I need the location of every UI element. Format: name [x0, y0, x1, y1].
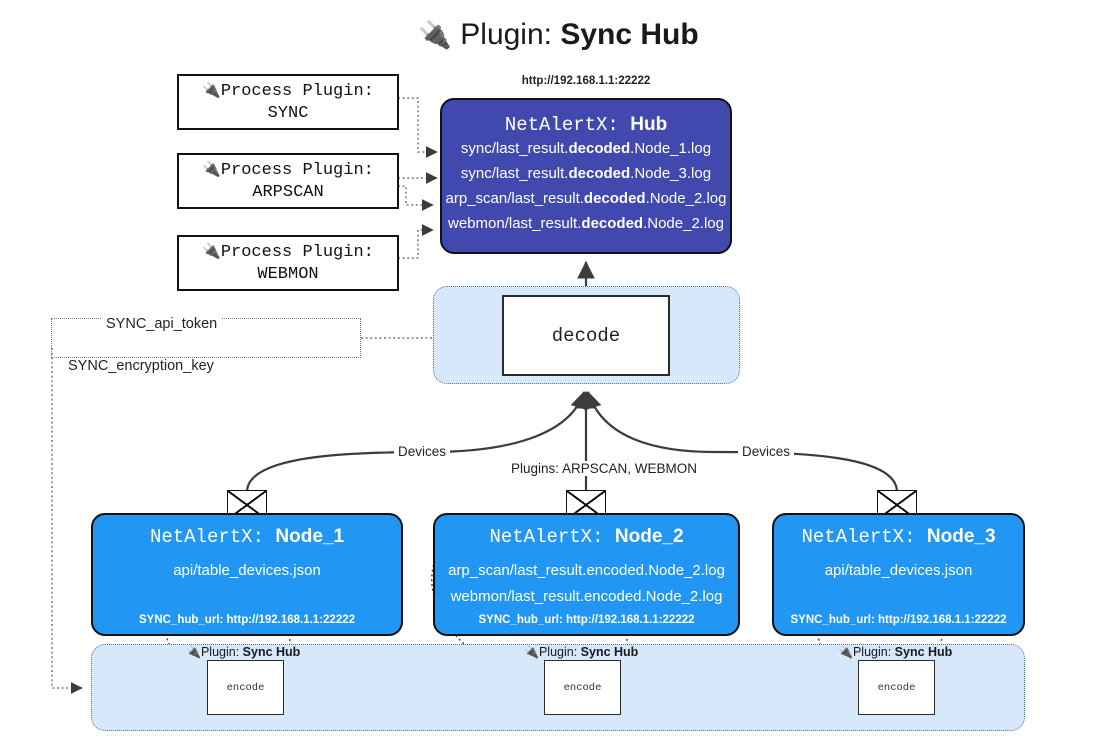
process-plugin-arpscan-line1: 🔌Process Plugin:	[202, 161, 374, 180]
node-1-line-1: api/table_devices.json	[173, 562, 321, 579]
page-title: 🔌 Plugin: Sync Hub	[0, 18, 1117, 52]
page-title-prefix: Plugin:	[460, 18, 552, 51]
hub-log-line-3: arp_scan/last_result.decoded.Node_2.log	[445, 190, 727, 207]
node-2-footer: SYNC_hub_url: http://192.168.1.1:22222	[478, 614, 695, 626]
encoder-1-caption: 🔌Plugin: Sync Hub	[186, 645, 301, 659]
sync-api-token-label: SYNC_api_token	[102, 316, 222, 332]
process-plugin-webmon-line1: 🔌Process Plugin:	[202, 243, 374, 262]
edge-label-devices-right: Devices	[738, 444, 795, 459]
node-1-title: NetAlertX: Node_1	[149, 526, 345, 548]
process-plugin-sync-line1: 🔌Process Plugin:	[202, 82, 374, 101]
encoder-2-caption: 🔌Plugin: Sync Hub	[524, 645, 639, 659]
hub-log-line-1: sync/last_result.decoded.Node_1.log	[460, 140, 712, 157]
encoder-3[interactable]: encode	[858, 660, 935, 715]
encoder-2[interactable]: encode	[544, 660, 621, 715]
plug-icon: 🔌	[186, 645, 201, 659]
node-2-lines: arp_scan/last_result.encoded.Node_2.log …	[435, 558, 738, 610]
plug-icon: 🔌	[418, 20, 452, 50]
edge-label-plugins-center: Plugins: ARPSCAN, WEBMON	[507, 461, 702, 476]
process-plugin-sync[interactable]: 🔌Process Plugin: SYNC	[177, 74, 399, 130]
hub-node[interactable]: NetAlertX: Hub sync/last_result.decoded.…	[440, 98, 732, 254]
node-1-lines: api/table_devices.json	[93, 558, 401, 584]
plug-icon: 🔌	[202, 161, 221, 178]
process-plugin-arpscan[interactable]: 🔌Process Plugin: ARPSCAN	[177, 153, 399, 209]
plug-icon: 🔌	[838, 645, 853, 659]
node-2-line-2: webmon/last_result.encoded.Node_2.log	[450, 588, 723, 605]
plug-icon: 🔌	[524, 645, 539, 659]
node-3-lines: api/table_devices.json	[774, 558, 1023, 584]
node-3-title: NetAlertX: Node_3	[801, 526, 996, 548]
hub-log-line-2: sync/last_result.decoded.Node_3.log	[460, 165, 712, 182]
hub-log-line-4: webmon/last_result.decoded.Node_2.log	[448, 215, 724, 232]
page-title-name: Sync Hub	[560, 18, 699, 51]
node-2-title: NetAlertX: Node_2	[489, 526, 684, 548]
process-plugin-webmon-line2: WEBMON	[257, 264, 319, 284]
hub-url-label: http://192.168.1.1:22222	[521, 75, 651, 87]
node-2[interactable]: NetAlertX: Node_2 arp_scan/last_result.e…	[433, 513, 740, 636]
process-plugin-arpscan-line2: ARPSCAN	[252, 182, 324, 202]
edge-label-devices-left: Devices	[394, 444, 451, 459]
node-1[interactable]: NetAlertX: Node_1 api/table_devices.json…	[91, 513, 403, 636]
decode-box[interactable]: decode	[502, 295, 670, 376]
plug-icon: 🔌	[202, 243, 221, 260]
node-3[interactable]: NetAlertX: Node_3 api/table_devices.json…	[772, 513, 1025, 636]
sync-encryption-key-label: SYNC_encryption_key	[64, 358, 218, 374]
node-3-footer: SYNC_hub_url: http://192.168.1.1:22222	[790, 614, 1007, 626]
encoder-3-caption: 🔌Plugin: Sync Hub	[838, 645, 953, 659]
process-plugin-sync-line2: SYNC	[267, 103, 309, 123]
node-1-footer: SYNC_hub_url: http://192.168.1.1:22222	[138, 614, 356, 626]
encoder-1[interactable]: encode	[207, 660, 284, 715]
node-3-line-1: api/table_devices.json	[824, 562, 973, 579]
process-plugin-webmon[interactable]: 🔌Process Plugin: WEBMON	[177, 235, 399, 291]
hub-title: NetAlertX: Hub	[504, 114, 668, 136]
plug-icon: 🔌	[202, 82, 221, 99]
node-2-line-1: arp_scan/last_result.encoded.Node_2.log	[448, 562, 725, 579]
